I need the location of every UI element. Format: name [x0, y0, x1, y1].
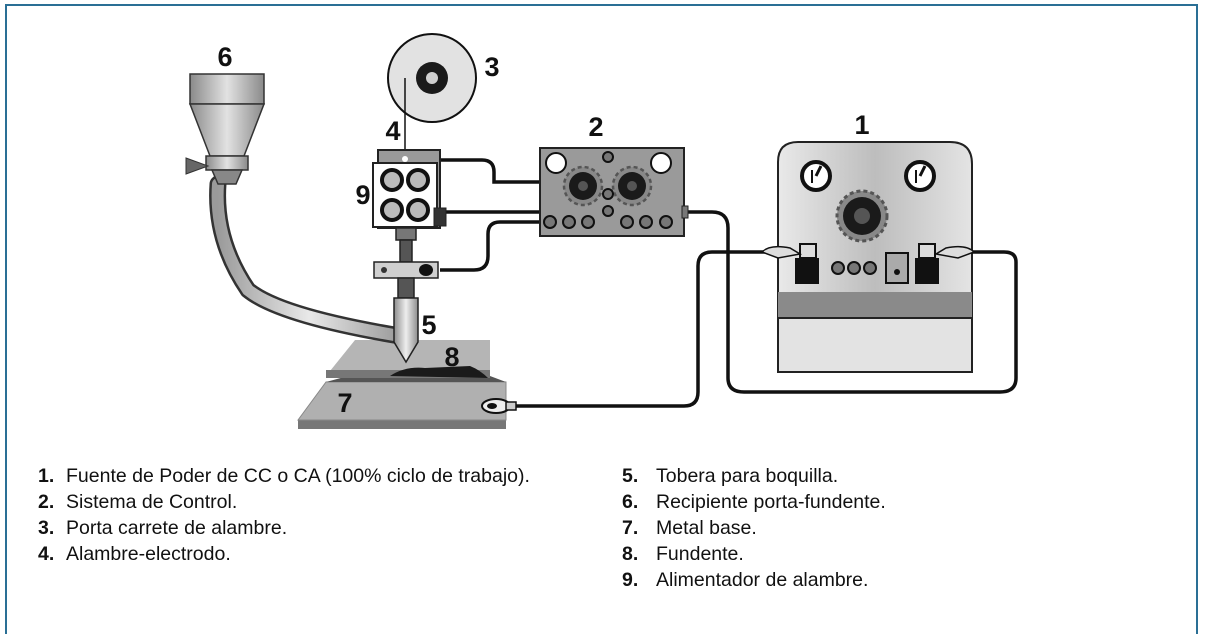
legend-number: 9.: [622, 569, 639, 591]
legend-number: 7.: [622, 517, 639, 539]
welding-torch: [373, 227, 439, 364]
cables: [440, 158, 1018, 408]
welding-diagram: 1 2 3 4 5 6 7 8 9: [185, 33, 1018, 429]
legend-text: Fuente de Poder de CC o CA (100% ciclo d…: [66, 465, 530, 487]
label-5: 5: [421, 310, 436, 340]
legend-item: 2. Sistema de Control.: [38, 489, 578, 515]
legend-item: 9. Alimentador de alambre.: [622, 567, 1162, 593]
legend-text: Fundente.: [656, 543, 744, 565]
label-4: 4: [385, 116, 400, 146]
legend-number: 6.: [622, 491, 639, 513]
legend-item: 6. Recipiente porta-fundente.: [622, 489, 1162, 515]
legend-item: 3. Porta carrete de alambre.: [38, 515, 578, 541]
legend-item: 7. Metal base.: [622, 515, 1162, 541]
legend-text: Recipiente porta-fundente.: [656, 491, 886, 513]
label-9: 9: [355, 180, 370, 210]
label-8: 8: [444, 342, 459, 372]
flux-pile: [390, 366, 488, 378]
clamp-right-icon: [933, 245, 976, 259]
power-knob-icon: [835, 189, 889, 243]
wire-feeder: [372, 149, 447, 229]
legend-number: 1.: [38, 465, 55, 487]
legend-number: 4.: [38, 543, 55, 565]
legend-text: Porta carrete de alambre.: [66, 517, 288, 539]
control-system: [539, 147, 689, 237]
legend-number: 5.: [622, 465, 639, 487]
legend-number: 3.: [38, 517, 55, 539]
flux-hopper: [185, 73, 409, 345]
terminal-right-icon: [915, 243, 939, 284]
label-3: 3: [484, 52, 499, 82]
legend-item: 4. Alambre-electrodo.: [38, 541, 578, 567]
wire-reel: [387, 33, 477, 150]
label-1: 1: [854, 110, 869, 140]
gauge-left-icon: [800, 160, 832, 192]
legend-text: Tobera para boquilla.: [656, 465, 839, 487]
label-7: 7: [337, 388, 352, 418]
power-source: [777, 141, 973, 373]
legend-text: Metal base.: [656, 517, 757, 539]
legend-number: 8.: [622, 543, 639, 565]
label-6: 6: [217, 42, 232, 72]
figure-frame: [5, 4, 1198, 634]
legend-number: 2.: [38, 491, 55, 513]
legend-text: Alambre-electrodo.: [66, 543, 231, 565]
legend-item: 5. Tobera para boquilla.: [622, 463, 1162, 489]
legend-text: Alimentador de alambre.: [656, 569, 869, 591]
control-knob-left-icon: [562, 165, 604, 207]
legend-item: 8. Fundente.: [622, 541, 1162, 567]
legend-item: 1. Fuente de Poder de CC o CA (100% ciclo…: [38, 463, 578, 489]
ground-clamp-icon: [481, 398, 517, 414]
terminal-left-icon: [795, 243, 819, 284]
control-knob-right-icon: [611, 165, 653, 207]
gauge-right-icon: [904, 160, 936, 192]
legend-text: Sistema de Control.: [66, 491, 238, 513]
clamp-left-icon: [760, 245, 803, 259]
legend-left: 1. Fuente de Poder de CC o CA (100% ciclo…: [38, 463, 578, 567]
legend-right: 5. Tobera para boquilla. 6. Recipiente por…: [622, 463, 1162, 593]
label-2: 2: [588, 112, 603, 142]
